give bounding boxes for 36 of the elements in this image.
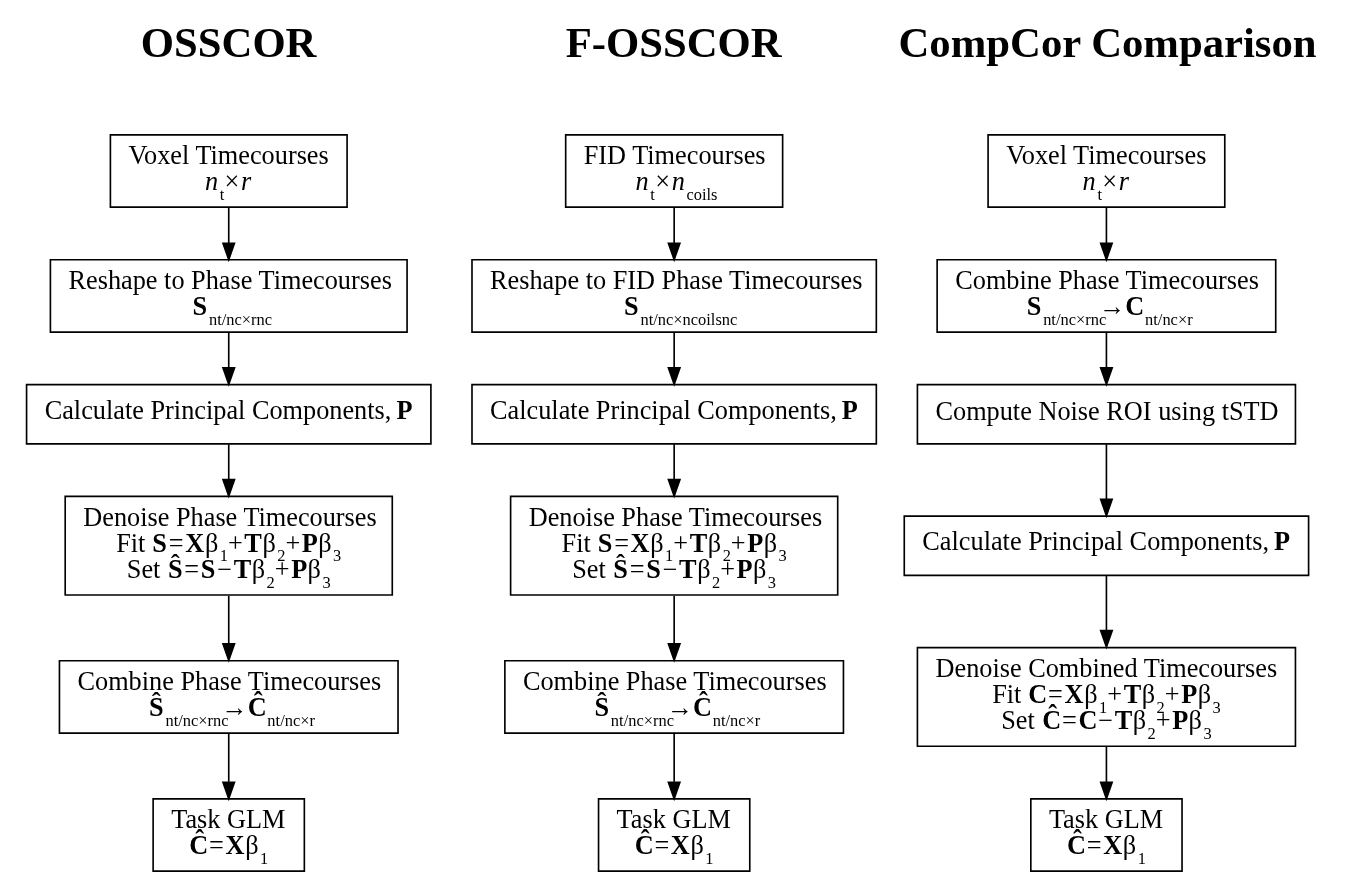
node-box: Compute Noise ROI using tSTD [916,383,1297,445]
node-box: Voxel Timecourses n$_{t}$×r [109,134,348,208]
node-box: Calculate Principal Components, P [25,383,432,445]
arrow [1099,206,1114,263]
arrow [1099,575,1114,650]
node-box: Task GLM Ĉ=Xβ$_{1}$ [597,798,751,872]
arrow [221,595,236,663]
arrow [1099,331,1114,387]
node-box: Combine Phase Timecourses Ŝ$_{nt/nc×rnc}$→Ĉ$_{nt/nc×r}$ [58,659,399,734]
label: OSSCOR [140,19,317,67]
arrow [221,206,236,263]
node-box: Voxel Timecourses n$_{t}$×r [987,134,1226,208]
node-box: Denoise Phase Timecourses Fit S=Xβ$_{1}$+Tβ$_{2}$+Pβ$_{3}$ Set Ŝ=S−Tβ$_{2}$+Pβ$_{3}$ [509,495,839,596]
node-box: Combine Phase Timecourses S$_{nt/nc×rnc}$→C$_{nt/nc×r}$ [936,258,1277,333]
arrow [1099,443,1114,519]
arrow [667,732,682,802]
label: CompCor Comparison [898,19,1317,67]
node-box: FID Timecourses n$_{t}$×n$_{coils}$ [564,134,784,208]
arrow [667,206,682,263]
node-box: Combine Phase Timecourses Ŝ$_{nt/nc×rnc}$→Ĉ$_{nt/nc×r}$ [504,659,845,734]
node-box: Denoise Phase Timecourses Fit S=Xβ$_{1}$+Tβ$_{2}$+Pβ$_{3}$ Set Ŝ=S−Tβ$_{2}$+Pβ$_{3}$ [64,495,394,596]
node-box: Calculate Principal Components, P [471,383,878,445]
node-box: Reshape to Phase Timecourses S$_{nt/nc×rnc}$ [49,258,408,333]
arrow [667,443,682,499]
node-box: Task GLM Ĉ=Xβ$_{1}$ [152,798,306,872]
node-box: Calculate Principal Components, P [903,515,1310,577]
node-box: Denoise Combined Timecourses Fit C=Xβ$_{1}$+Tβ$_{2}$+Pβ$_{3}$ Set Ĉ=C−Tβ$_{2}$+Pβ$_{3}$ [916,646,1297,748]
arrow [667,595,682,663]
arrow [221,732,236,802]
arrow [221,443,236,499]
node-box: Reshape to FID Phase Timecourses S$_{nt/nc×ncoilsnc}$ [471,258,878,333]
arrow [221,331,236,387]
node-box: Task GLM Ĉ=Xβ$_{1}$ [1030,798,1183,872]
label: F-OSSCOR [565,19,782,67]
arrow [1099,745,1114,802]
arrow [667,331,682,387]
